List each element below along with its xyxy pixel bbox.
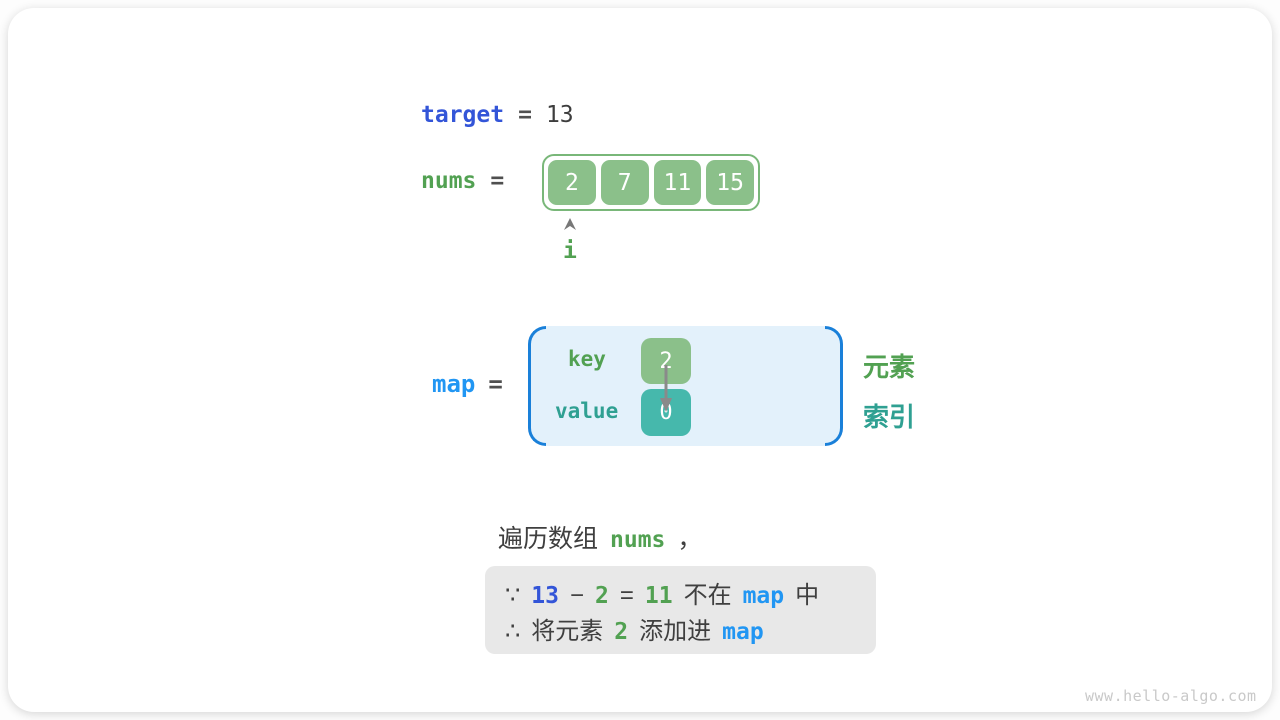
array-cell: 11 xyxy=(653,160,702,205)
nums-line-label: nums = xyxy=(421,168,504,194)
note-line-2: ∴ 将元素 2 添加进 map xyxy=(505,611,876,647)
in-suffix-text: 中 xyxy=(795,582,820,609)
target-value: 13 xyxy=(545,102,574,128)
index-pointer-arrow-icon xyxy=(564,218,576,230)
nums-array: 2 7 11 15 xyxy=(542,154,760,211)
map-value-cell: 0 xyxy=(641,389,691,436)
caption-comma: ， xyxy=(677,525,703,553)
nums-equals-sign: = xyxy=(490,168,505,194)
figure-card: target = 13 nums = 2 7 11 15 i map = xyxy=(8,8,1272,712)
equals-sign: = xyxy=(619,582,634,609)
add-into-text: 添加进 xyxy=(639,618,712,645)
note-map-token: map xyxy=(742,583,785,609)
note-current-element: 2 xyxy=(595,583,609,609)
array-cell: 2 xyxy=(548,160,596,205)
note-difference: 11 xyxy=(644,583,673,609)
note-line-1: ∵ 13 − 2 = 11 不在 map 中 xyxy=(505,575,876,611)
map-left-bracket xyxy=(528,326,546,446)
map-equals-sign: = xyxy=(488,370,503,398)
caption-text: 遍历数组 xyxy=(498,525,599,553)
note-map-token: map xyxy=(722,619,764,645)
because-symbol: ∵ xyxy=(505,582,521,609)
index-pointer-label: i xyxy=(563,238,577,264)
nums-var-label: nums xyxy=(421,168,477,194)
target-var-label: target xyxy=(421,102,505,128)
array-cell: 15 xyxy=(706,160,754,205)
map-key-label: key xyxy=(568,347,606,371)
array-cell: 7 xyxy=(600,160,649,205)
map-var-label: map xyxy=(432,370,476,398)
element-side-label: 元素 xyxy=(863,352,916,382)
caption-nums-token: nums xyxy=(610,527,666,553)
index-side-label: 索引 xyxy=(863,402,916,432)
target-equals-sign: = xyxy=(518,102,532,128)
map-line-label: map = xyxy=(432,370,503,398)
not-in-text: 不在 xyxy=(683,582,732,609)
site-watermark: www.hello-algo.com xyxy=(1085,687,1257,705)
note-box: ∵ 13 − 2 = 11 不在 map 中 ∴ 将元素 2 添加进 map xyxy=(485,566,876,654)
key-to-value-arrow-icon xyxy=(660,365,672,412)
note-target-value: 13 xyxy=(531,583,559,609)
therefore-symbol: ∴ xyxy=(505,618,521,645)
map-value-label: value xyxy=(555,399,619,423)
caption-line: 遍历数组 nums ， xyxy=(498,519,702,555)
target-line: target = 13 xyxy=(421,102,574,128)
note-added-element: 2 xyxy=(614,619,629,645)
add-element-text: 将元素 xyxy=(531,618,604,645)
map-right-bracket xyxy=(825,326,843,446)
minus-sign: − xyxy=(569,582,584,609)
